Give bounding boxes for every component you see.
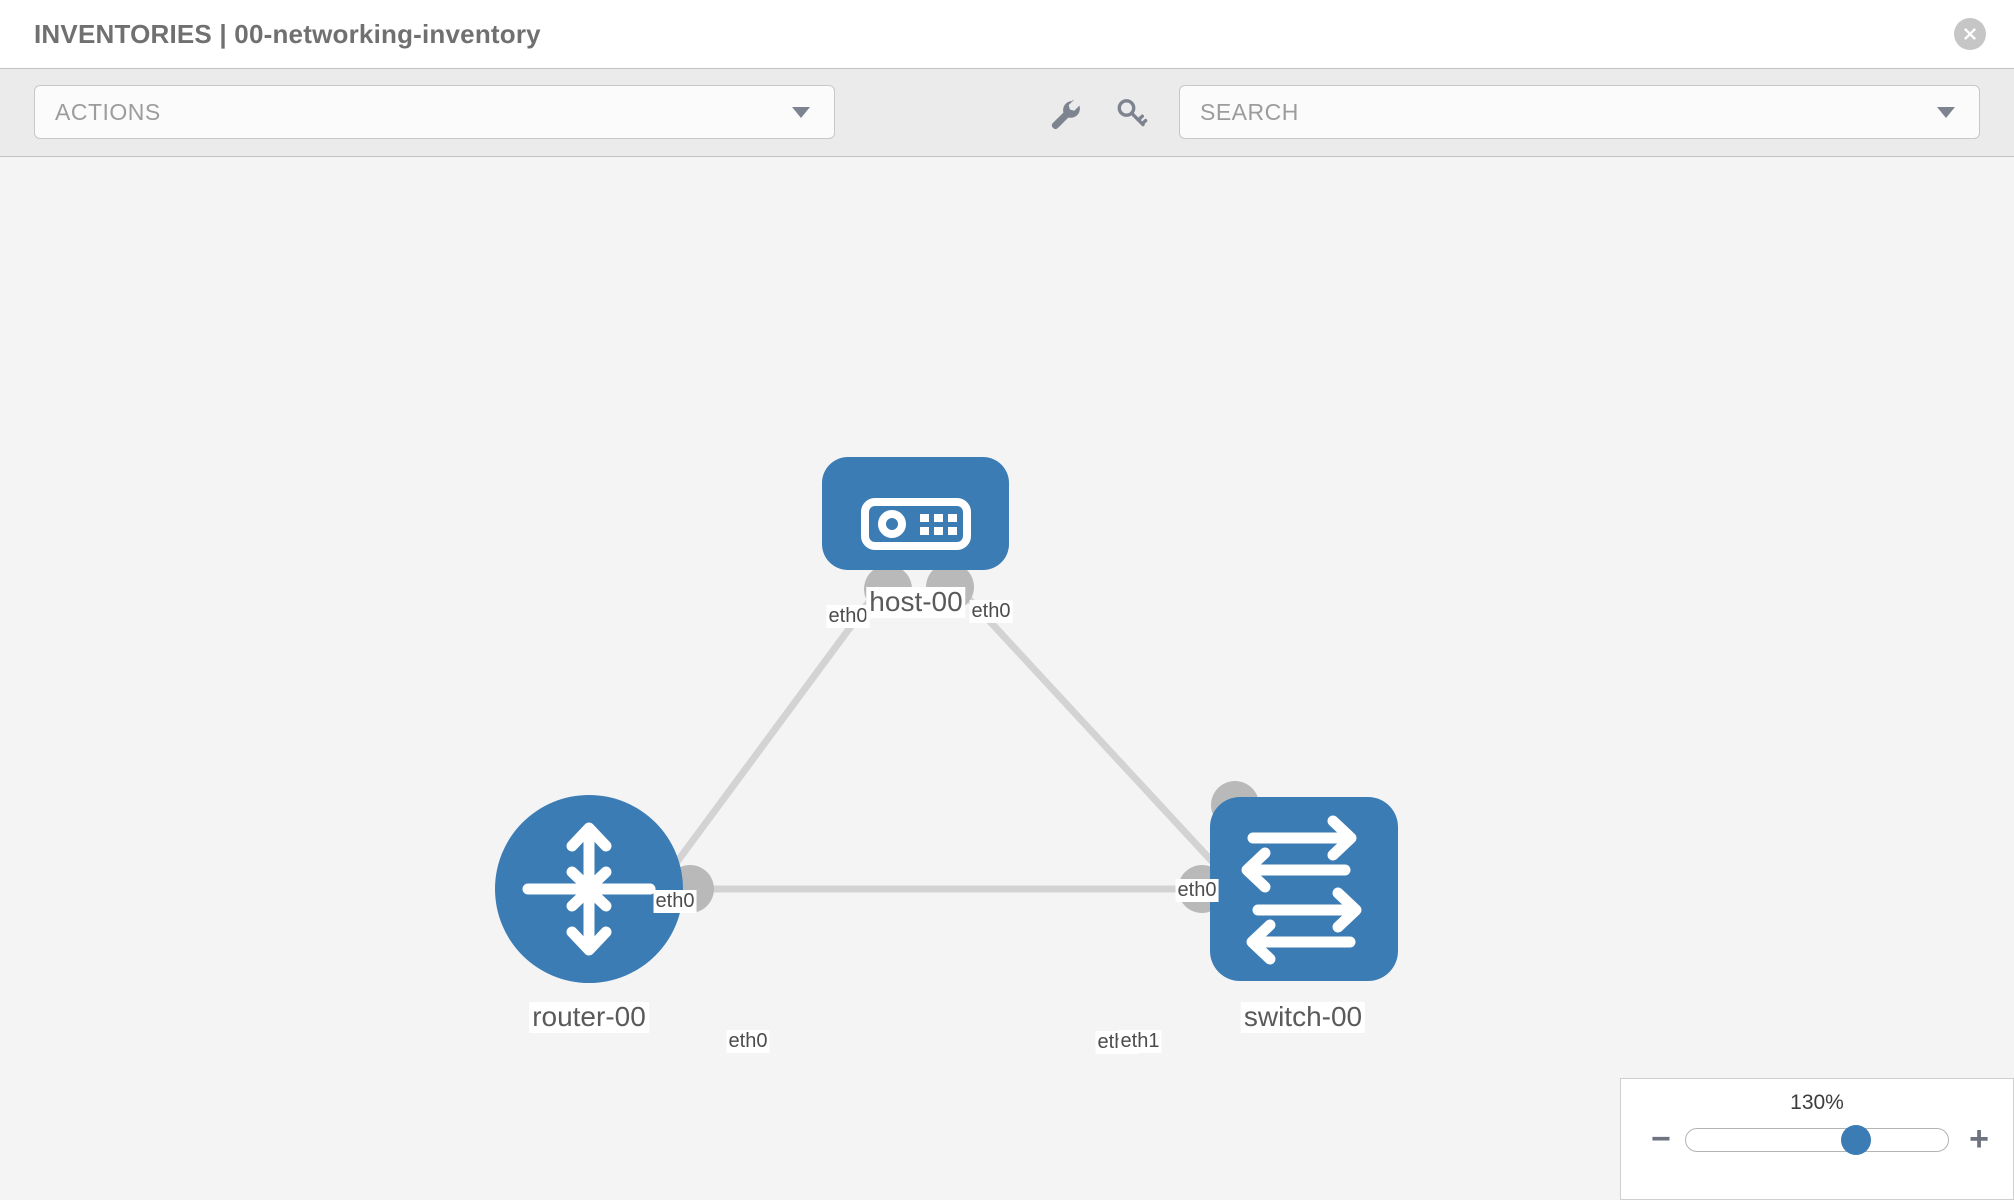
close-icon[interactable] [1954,18,1986,50]
topology-edges [637,584,1248,915]
node-switch-00 [1210,797,1398,981]
zoom-out-button[interactable]: − [1651,1120,1671,1158]
interface-label: eth0 [726,1030,770,1053]
topology-graph [495,457,1398,983]
key-icon[interactable] [1113,95,1149,131]
page-title: INVENTORIES | 00-networking-inventory [34,18,541,49]
node-label-host-00: host-00 [866,586,966,618]
actions-dropdown[interactable]: ACTIONS [34,85,835,139]
toolbar: ACTIONS SEARCH [0,68,2014,157]
chevron-down-icon[interactable] [1937,106,1955,118]
topology-canvas[interactable]: eth0 eth0 eth0 eth0 eth0 eth0 eth1 host-… [0,157,2014,1200]
switch-arrows-icon [1241,815,1362,965]
zoom-control-panel: 130% − + [1620,1078,2014,1200]
node-router-00 [495,795,683,983]
chevron-down-icon [792,106,810,118]
interface-label: eth0 [969,600,1013,623]
zoom-level-label: 130% [1790,1091,1844,1114]
edge-host-switch [955,584,1248,900]
interface-label: eth1 [1118,1030,1162,1053]
wrench-icon[interactable] [1046,95,1082,131]
page-header: INVENTORIES | 00-networking-inventory [0,0,2014,68]
node-label-router-00: router-00 [529,1001,649,1033]
router-arrows-icon [522,822,656,956]
node-label-switch-00: switch-00 [1240,1001,1366,1033]
zoom-slider-thumb[interactable] [1841,1125,1872,1155]
actions-dropdown-label: ACTIONS [55,98,161,125]
search-input[interactable]: SEARCH [1179,85,1980,139]
search-placeholder-label: SEARCH [1200,98,1299,125]
interface-label: eth0 [826,605,870,628]
server-icon [861,498,971,550]
interface-label: eth0 [1175,879,1219,902]
interface-label: eth0 [653,890,697,913]
zoom-in-button[interactable]: + [1969,1120,1989,1158]
node-host-00 [822,457,1009,570]
edge-host-router [637,584,883,915]
zoom-slider-track[interactable] [1685,1125,1949,1155]
